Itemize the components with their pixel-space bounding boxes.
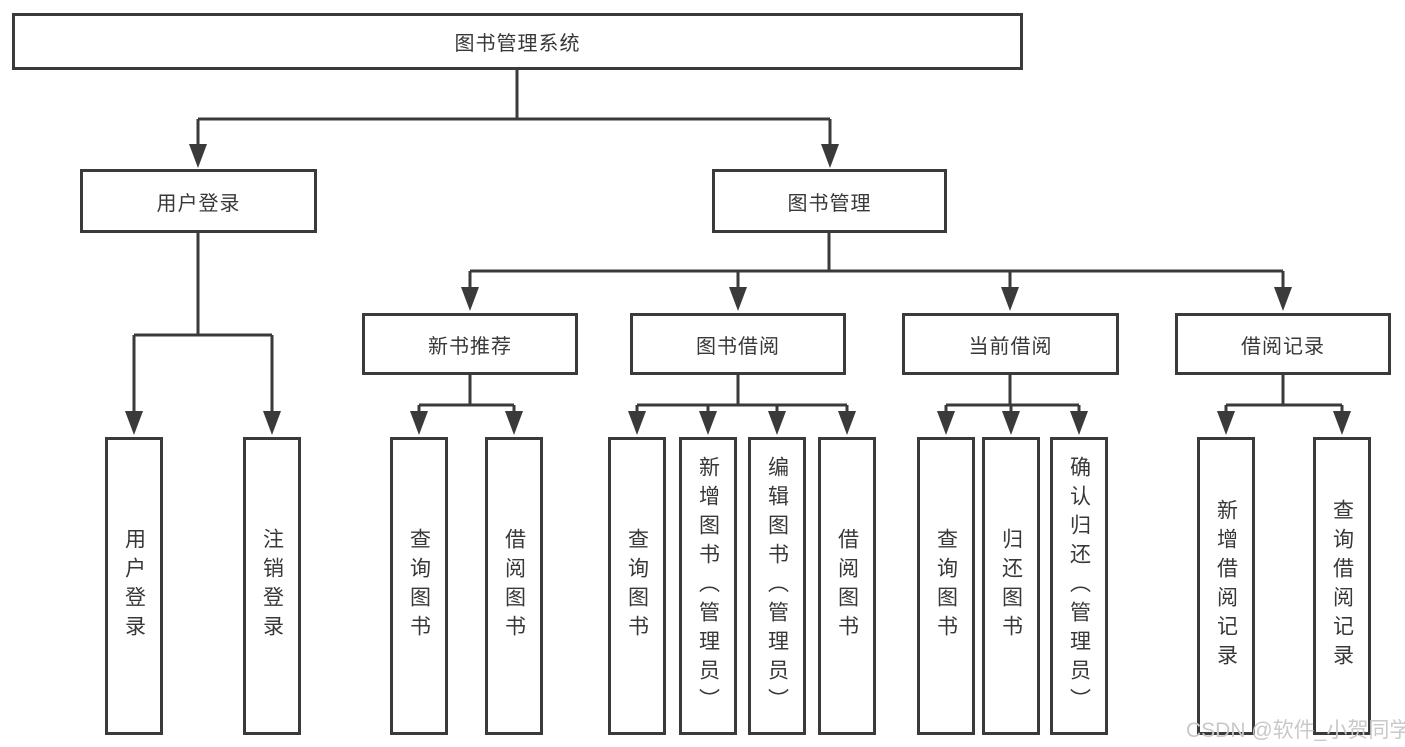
node-label: 当前借阅	[968, 335, 1053, 358]
leaf-query-books-2: 查询图书	[608, 437, 666, 735]
node-borrow-records: 借阅记录	[1175, 313, 1391, 375]
node-label: 查询借阅记录	[1330, 499, 1354, 673]
node-label: 查询图书	[934, 528, 958, 644]
node-label: 图书借阅	[696, 335, 780, 358]
leaf-logout: 注销登录	[243, 437, 301, 735]
node-label: 注销登录	[260, 528, 284, 644]
node-label: 编辑图书（管理员）	[765, 455, 789, 717]
node-user-login: 用户登录	[80, 169, 317, 233]
node-label: 归还图书	[999, 528, 1023, 644]
leaf-confirm-return-admin: 确认归还（管理员）	[1050, 437, 1108, 735]
leaf-edit-books-admin: 编辑图书（管理员）	[748, 437, 806, 735]
node-label: 查询图书	[407, 528, 431, 644]
node-library-management-system: 图书管理系统	[12, 13, 1023, 70]
leaf-query-borrow-record: 查询借阅记录	[1313, 437, 1371, 735]
node-label: 借阅图书	[835, 528, 859, 644]
node-label: 用户登录	[122, 528, 146, 644]
leaf-add-books-admin: 新增图书（管理员）	[679, 437, 737, 735]
leaf-query-books-3: 查询图书	[917, 437, 975, 735]
csdn-watermark: CSDN @软件_小贺同学	[1186, 719, 1405, 742]
node-current-borrow: 当前借阅	[902, 313, 1119, 375]
node-label: 查询图书	[625, 528, 649, 644]
leaf-return-books: 归还图书	[982, 437, 1040, 735]
node-label: 新增图书（管理员）	[696, 455, 720, 717]
node-label: 确认归还（管理员）	[1067, 455, 1091, 717]
leaf-query-books-1: 查询图书	[390, 437, 448, 735]
node-label: 图书管理系统	[454, 33, 581, 55]
node-label: 图书管理	[787, 192, 872, 215]
leaf-add-borrow-record: 新增借阅记录	[1197, 437, 1255, 735]
connector-strokes	[132, 70, 1344, 413]
node-book-management: 图书管理	[712, 169, 947, 233]
node-label: 借阅图书	[502, 528, 526, 644]
node-new-book-recommend: 新书推荐	[362, 313, 578, 375]
node-label: 新书推荐	[428, 335, 512, 358]
node-label: 借阅记录	[1241, 335, 1325, 358]
node-label: 用户登录	[156, 192, 241, 215]
leaf-borrow-books-1: 借阅图书	[485, 437, 543, 735]
leaf-borrow-books-2: 借阅图书	[818, 437, 876, 735]
connector-arrowheads	[125, 144, 1351, 435]
leaf-user-login: 用户登录	[105, 437, 163, 735]
node-book-borrow: 图书借阅	[630, 313, 846, 375]
node-label: 新增借阅记录	[1214, 499, 1238, 673]
